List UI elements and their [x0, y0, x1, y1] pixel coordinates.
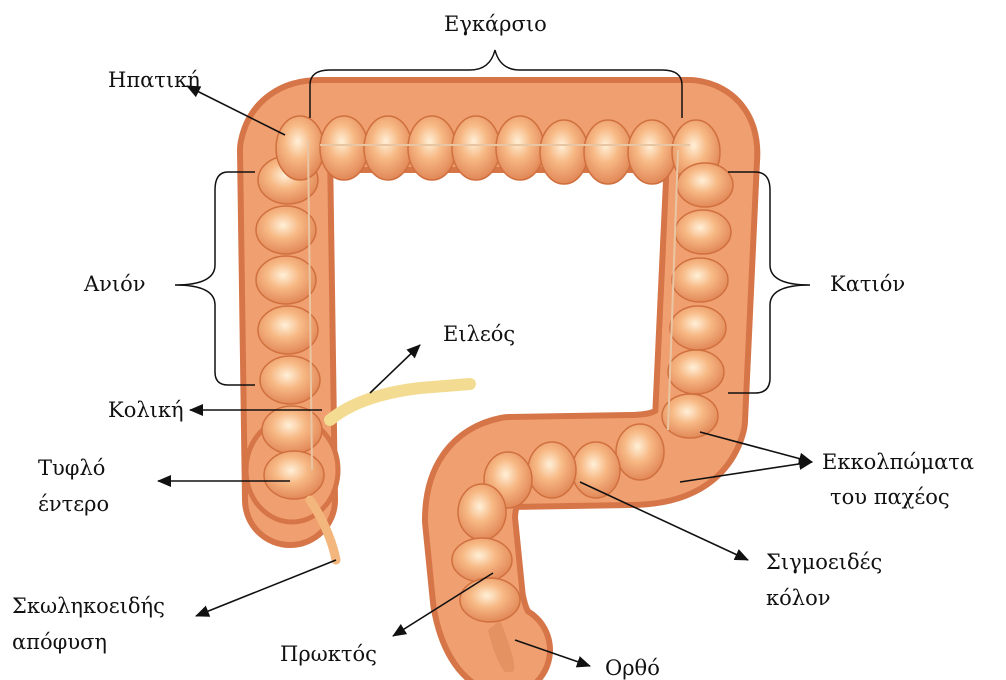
ileum-shape	[330, 384, 470, 420]
haustrum-pouch	[584, 120, 632, 184]
haustrum-pouch	[256, 256, 316, 304]
appendix-label-line1: Σκωληκοειδής	[12, 592, 165, 620]
haustrum-pouch	[677, 163, 733, 207]
haustrum-pouch	[616, 424, 664, 480]
haustrum-pouch	[408, 116, 456, 180]
haustrum-pouch	[675, 210, 731, 254]
haustrum-pouch	[458, 484, 506, 540]
cecum-label-line2: έντερο	[38, 490, 109, 518]
haustrum-pouch	[276, 116, 324, 180]
anus-label: Πρωκτός	[280, 640, 377, 668]
haustrum-pouch	[528, 442, 576, 498]
haustrum-pouch	[452, 538, 512, 582]
diverticula-label-line1: Εκκολπώματα	[822, 448, 974, 476]
haustrum-pouch	[540, 120, 588, 184]
hepatic-label: Ηπατική	[108, 66, 200, 94]
haustrum-pouch	[668, 350, 724, 394]
haustrum-pouch	[320, 116, 368, 180]
haustrum-pouch	[256, 206, 316, 254]
haustrum-pouch	[628, 120, 676, 184]
descending-label: Κατιόν	[830, 270, 905, 298]
colic-label: Κολική	[108, 396, 184, 424]
haustrum-pouch	[364, 116, 412, 180]
transverse-label: Εγκάρσιο	[444, 10, 547, 38]
sigmoid-label-line2: κόλον	[766, 584, 831, 612]
ascending-label: Ανιόν	[84, 270, 146, 298]
haustrum-pouch	[452, 116, 500, 180]
haustrum-pouch	[258, 306, 318, 354]
appendix-label-line2: απόφυση	[12, 628, 107, 656]
haustrum-pouch	[460, 578, 520, 622]
haustrum-pouch	[262, 406, 322, 454]
haustrum-pouch	[496, 116, 544, 180]
appendix-arrow	[196, 560, 336, 616]
haustrum-pouch	[672, 258, 728, 302]
sigmoid-label-line1: Σιγμοειδές	[766, 548, 882, 576]
diverticula-label-line2: του παχέος	[830, 483, 950, 511]
haustrum-pouch	[662, 394, 718, 438]
cecum-label-line1: Τυφλό	[38, 454, 105, 482]
haustrum-pouch	[670, 306, 726, 350]
rectum-label: Ορθό	[605, 654, 660, 680]
haustrum-pouch	[264, 451, 324, 499]
ileum-label: Ειλεός	[443, 320, 515, 348]
